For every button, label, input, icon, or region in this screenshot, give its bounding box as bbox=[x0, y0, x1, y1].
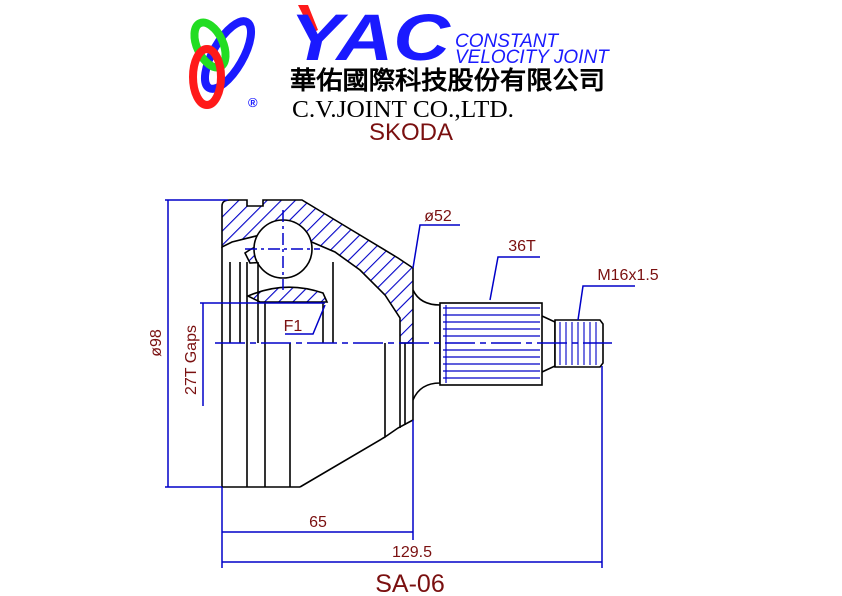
yac-wordmark: YAC bbox=[290, 0, 452, 74]
overall-length-label: 129.5 bbox=[392, 544, 432, 561]
outer-diameter-label: ø98 bbox=[148, 329, 165, 357]
part-number: SA-06 bbox=[375, 570, 444, 596]
rings-logo-icon bbox=[189, 17, 256, 109]
make-label: SKODA bbox=[369, 119, 453, 146]
thread-label: M16x1.5 bbox=[597, 267, 658, 284]
company-name-english: C.V.JOINT CO.,LTD. bbox=[292, 97, 514, 123]
seal-diameter-label: ø52 bbox=[424, 208, 452, 225]
body-length-label: 65 bbox=[309, 514, 327, 531]
outer-spline-shaft bbox=[439, 302, 556, 386]
tagline-line1: CONSTANT bbox=[455, 31, 559, 52]
ball-center-mark-icon bbox=[245, 210, 320, 290]
inner-spline-label: 27T Gaps bbox=[183, 325, 200, 395]
tagline-line2: VELOCITY JOINT bbox=[455, 47, 610, 68]
registered-mark: ® bbox=[248, 95, 258, 110]
brand-text: YAC bbox=[290, 0, 452, 74]
logo: ® YAC CONSTANT VELOCITY JOINT 華佑國際科技股份有限… bbox=[189, 0, 610, 123]
dimension-lines bbox=[165, 199, 635, 568]
outer-spline-label: 36T bbox=[508, 238, 536, 255]
company-name-chinese: 華佑國際科技股份有限公司 bbox=[290, 67, 605, 95]
outer-race-section bbox=[221, 199, 414, 344]
f1-label: F1 bbox=[284, 318, 303, 335]
body-outline bbox=[221, 247, 441, 488]
